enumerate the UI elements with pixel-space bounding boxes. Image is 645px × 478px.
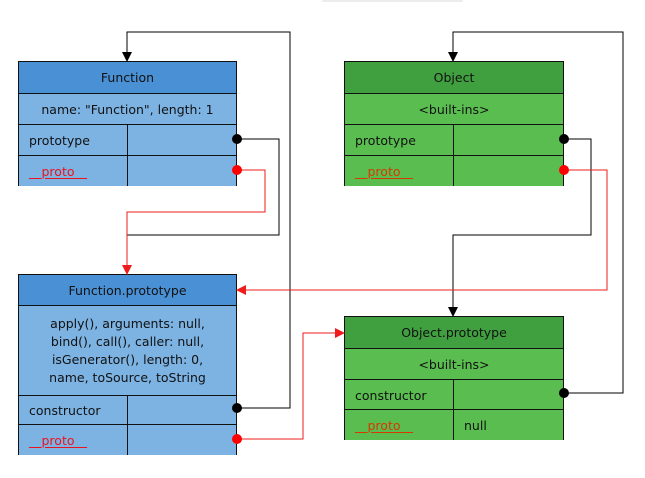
row-key: constructor (29, 403, 101, 418)
top-scroll-edge (322, 0, 463, 2)
row-key: __proto__ (29, 432, 87, 448)
row-value (127, 125, 236, 155)
function-prototype-proto-row: __proto__ (19, 424, 236, 455)
row-value (127, 396, 236, 425)
object-title: Object (433, 70, 475, 85)
object-box: Object <built-ins> prototype __proto__ (344, 61, 564, 186)
function-proto-row: __proto__ (19, 155, 236, 186)
function-prototype-summary-row: apply(), arguments: null, bind(), call()… (19, 305, 236, 395)
row-key: __proto__ (355, 163, 413, 179)
function-prototype-title: Function.prototype (68, 282, 187, 298)
object-prototype-constructor-row: constructor (345, 379, 563, 410)
row-value (127, 156, 236, 186)
row-key: constructor (355, 387, 427, 403)
object-header: Object (345, 62, 563, 93)
summary-line: isGenerator(), length: 0, (51, 351, 204, 367)
link-fp-proto-to-object-prototype (237, 328, 345, 440)
object-prototype-proto-row: __proto__ null (345, 409, 563, 440)
link-object-proto (236, 169, 608, 295)
row-value (453, 156, 563, 186)
function-prototype-constructor-row: constructor (19, 395, 236, 425)
function-box: Function name: "Function", length: 1 pro… (18, 61, 237, 186)
row-key: __proto__ (29, 163, 87, 179)
summary-line: apply(), arguments: null, (50, 315, 205, 331)
object-prototype-summary: <built-ins> (418, 356, 490, 372)
object-prototype-title: Object.prototype (401, 325, 507, 340)
object-prototype-row: prototype (345, 124, 563, 155)
function-summary: name: "Function", length: 1 (41, 101, 214, 117)
function-prototype-box: Function.prototype apply(), arguments: n… (18, 274, 237, 455)
row-value: null (453, 410, 563, 440)
row-key: prototype (29, 132, 90, 148)
object-summary-row: <built-ins> (345, 93, 563, 124)
object-prototype-box: Object.prototype <built-ins> constructor… (344, 316, 564, 440)
object-prototype-header: Object.prototype (345, 317, 563, 348)
row-value (453, 380, 563, 410)
summary-line: name, toSource, toString (49, 369, 206, 385)
row-key: __proto__ (355, 417, 413, 433)
object-prototype-summary-row: <built-ins> (345, 348, 563, 379)
function-prototype-header: Function.prototype (19, 275, 236, 305)
object-summary: <built-ins> (418, 101, 490, 117)
row-value (453, 125, 563, 155)
function-summary-row: name: "Function", length: 1 (19, 93, 236, 124)
row-key: prototype (355, 132, 416, 148)
function-prototype-row: prototype (19, 124, 236, 155)
object-proto-row: __proto__ (345, 155, 563, 186)
function-title: Function (100, 70, 155, 85)
function-header: Function (19, 62, 236, 93)
row-value (127, 425, 236, 455)
summary-line: bind(), call(), caller: null, (50, 333, 205, 349)
